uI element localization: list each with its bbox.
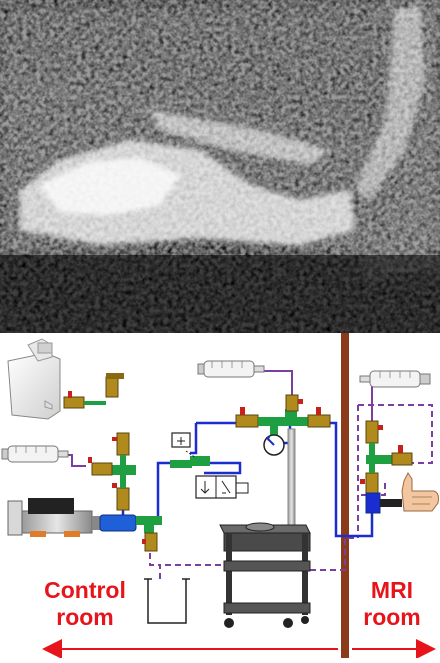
- water-container-icon: [7, 338, 61, 420]
- control-room-label: Control room: [44, 577, 126, 630]
- diagram-svg: [1, 333, 439, 659]
- pressure-gauge-icon: [263, 434, 285, 456]
- mri-room-label: MRI room: [363, 577, 421, 630]
- stopcock-icon: [136, 456, 210, 552]
- mri-scan-image: [0, 0, 440, 333]
- bubble-trap: [105, 376, 119, 398]
- syringe-icon: [1, 445, 69, 463]
- stopcock-icon: [63, 391, 106, 409]
- wall: [341, 333, 349, 658]
- stopcock-icon: [88, 432, 136, 511]
- solenoid-valve-icon: [171, 432, 249, 499]
- waste-beaker-icon: [144, 578, 190, 624]
- perfusion-setup-diagram: Control room MRI room: [0, 333, 440, 659]
- iv-pole: [287, 428, 296, 526]
- syringe-icon: [197, 360, 265, 378]
- instrument-cart-icon: [219, 522, 311, 628]
- stopcock-icon: [235, 394, 331, 436]
- mri-image-panel: [0, 0, 440, 333]
- hand-icon: [401, 472, 439, 512]
- syringe-pump-icon: [7, 498, 137, 537]
- syringe-icon: [359, 370, 431, 388]
- stopcock-icon: [360, 420, 413, 514]
